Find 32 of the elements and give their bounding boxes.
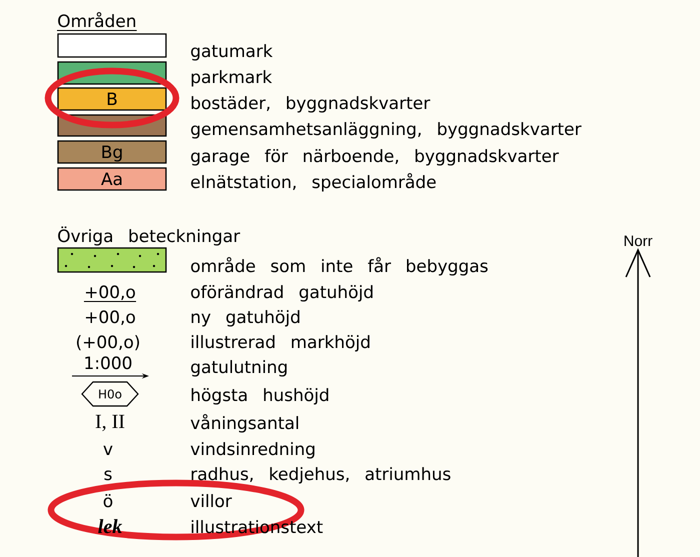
legend-text: gatumark: [191, 44, 273, 61]
legend-text: oförändrad gatuhöjd: [191, 285, 372, 302]
legend-text: högsta hushöjd: [192, 388, 328, 405]
legend-text: vindsinredning: [190, 442, 314, 459]
legend-text: gatulutning: [191, 360, 287, 377]
legend-text: illustrerad markhöjd: [192, 335, 370, 352]
swatch-label: Bg: [102, 146, 122, 162]
legend-text: radhus, kedjehus, atriumhus: [192, 467, 450, 484]
storey-numeral: I, II: [96, 414, 124, 432]
script-label: lek: [98, 519, 122, 534]
elevation-label: +00,o: [84, 285, 136, 302]
legend-text: gemensamhetsanläggning, byggnadskvarter: [191, 122, 582, 139]
section-heading: Övriga beteckningar: [58, 226, 240, 246]
section-heading: Områden: [57, 12, 137, 32]
elevation-label: (+00,o): [77, 335, 140, 350]
swatch-label: Aa: [101, 172, 122, 186]
height-hexagon: H0o: [81, 381, 139, 407]
legend-text: bostäder, byggnadskvarter: [192, 96, 430, 113]
swatch-label: B: [108, 92, 117, 105]
symbol-letter: s: [104, 470, 112, 480]
symbol-letter: ö: [104, 494, 112, 508]
legend-text: område som inte får bebyggas: [191, 257, 488, 276]
legend-text: elnätstation, specialområde: [191, 173, 436, 192]
legend-text: ny gatuhöjd: [192, 310, 300, 327]
north-label: Norr: [624, 236, 652, 246]
legend-text: villor: [190, 494, 232, 508]
legend-text: våningsantal: [190, 414, 298, 433]
elevation-label: +00,o: [86, 310, 135, 325]
symbol-letter: v: [103, 446, 113, 455]
slope-label: 1:000: [85, 356, 132, 370]
legend-text: parkmark: [192, 70, 272, 87]
legend-text: garage för närboende, byggnadskvarter: [191, 149, 559, 166]
